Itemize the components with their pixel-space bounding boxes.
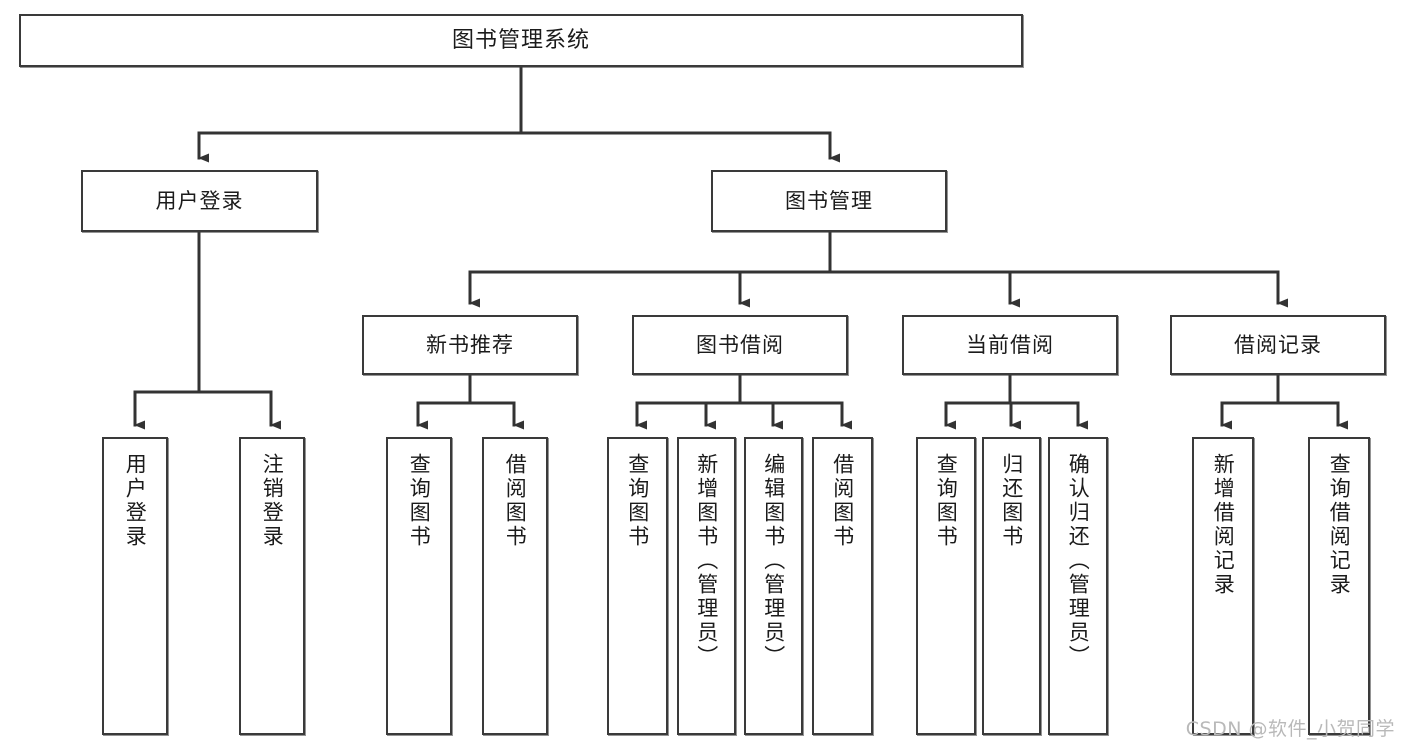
node-book-manage[interactable]: 图书管理 [711, 170, 947, 232]
node-leaf-cb-confirm-return[interactable]: 确认归还（管理员） [1048, 437, 1108, 735]
node-leaf-nbr-query-book[interactable]: 查询图书 [386, 437, 452, 735]
node-label: 图书管理系统 [451, 27, 590, 53]
node-new-book-recommend[interactable]: 新书推荐 [362, 315, 578, 375]
node-label: 用户登录 [123, 453, 148, 549]
node-label: 用户登录 [155, 188, 244, 213]
node-leaf-bb-borrow-book[interactable]: 借阅图书 [812, 437, 873, 735]
node-label: 新增借阅记录 [1211, 453, 1236, 597]
node-label: 查询图书 [407, 453, 432, 549]
node-leaf-nbr-borrow-book[interactable]: 借阅图书 [482, 437, 548, 735]
node-label: 借阅图书 [830, 453, 855, 549]
node-label: 借阅图书 [503, 453, 528, 549]
node-book-management-system[interactable]: 图书管理系统 [19, 14, 1023, 67]
node-leaf-bb-edit-book[interactable]: 编辑图书（管理员） [744, 437, 803, 735]
node-borrow-record[interactable]: 借阅记录 [1170, 315, 1386, 375]
node-label: 归还图书 [999, 453, 1024, 549]
node-leaf-user-login[interactable]: 用户登录 [102, 437, 168, 735]
node-label: 查询图书 [934, 453, 959, 549]
node-book-borrow[interactable]: 图书借阅 [632, 315, 848, 375]
node-label: 查询借阅记录 [1327, 453, 1352, 597]
node-label: 图书借阅 [696, 332, 784, 357]
node-label: 新书推荐 [426, 332, 514, 357]
node-label: 当前借阅 [966, 332, 1054, 357]
node-user-login[interactable]: 用户登录 [81, 170, 318, 232]
node-leaf-bb-query-book[interactable]: 查询图书 [607, 437, 668, 735]
node-leaf-br-add-record[interactable]: 新增借阅记录 [1192, 437, 1254, 735]
node-label: 查询图书 [625, 453, 650, 549]
node-leaf-cb-return-book[interactable]: 归还图书 [982, 437, 1041, 735]
watermark-text: CSDN @软件_小贺同学 [1185, 718, 1395, 740]
node-label: 借阅记录 [1234, 332, 1322, 357]
node-leaf-user-logout[interactable]: 注销登录 [239, 437, 305, 735]
node-label: 注销登录 [260, 453, 285, 549]
node-leaf-br-query-record[interactable]: 查询借阅记录 [1308, 437, 1370, 735]
node-current-borrow[interactable]: 当前借阅 [902, 315, 1118, 375]
node-label: 编辑图书（管理员） [761, 453, 786, 669]
node-label: 确认归还（管理员） [1066, 453, 1091, 669]
node-label: 图书管理 [785, 188, 873, 213]
node-label: 新增图书（管理员） [694, 453, 719, 669]
node-leaf-bb-add-book[interactable]: 新增图书（管理员） [677, 437, 736, 735]
node-leaf-cb-query-book[interactable]: 查询图书 [916, 437, 976, 735]
